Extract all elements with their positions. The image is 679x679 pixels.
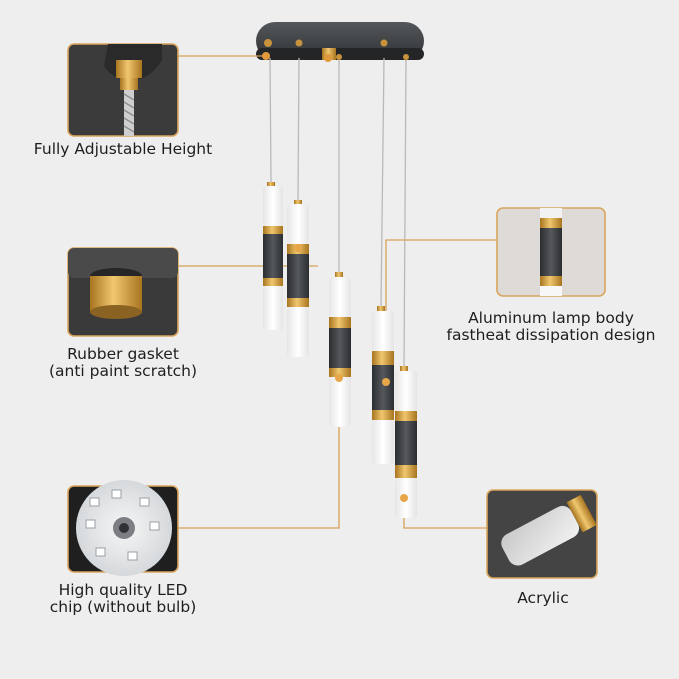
gasket-icon	[67, 247, 179, 337]
pendant-3	[329, 272, 351, 427]
callout-body-label: Aluminum lamp body fastheat dissipation …	[446, 309, 656, 344]
callout-led-label: High quality LED chip (without bulb)	[49, 581, 197, 616]
pendant-5	[395, 366, 417, 518]
callout-dots	[262, 52, 332, 62]
pendant-1	[263, 182, 283, 330]
pendant-2	[287, 200, 309, 357]
callout-acrylic-label: Acrylic	[517, 589, 569, 607]
braided-cord-icon	[67, 43, 179, 137]
suspension-cords	[269, 57, 407, 367]
lamp-body-icon	[496, 207, 606, 297]
acrylic-tube-icon	[486, 489, 598, 579]
callout-height-label: Fully Adjustable Height	[33, 140, 213, 158]
pendant-4	[372, 306, 394, 464]
callout-gasket-label: Rubber gasket (anti paint scratch)	[48, 345, 198, 380]
led-chip-icon	[67, 480, 179, 576]
canopy	[256, 22, 424, 60]
